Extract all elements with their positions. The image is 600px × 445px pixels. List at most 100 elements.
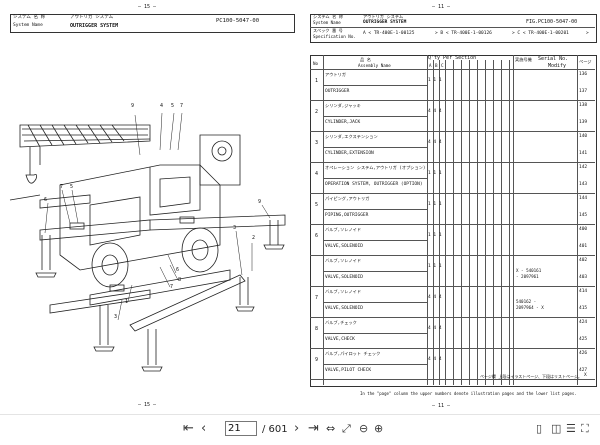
row-divider	[323, 146, 427, 148]
callout-2: 2	[252, 235, 256, 241]
col-no-divider	[323, 55, 324, 385]
row-name-en: CYLINDER,JACK	[325, 119, 361, 125]
row-qty: 4 4 4	[428, 326, 442, 331]
row-serial-2: - 2097961	[516, 274, 539, 279]
callout-6b: 6	[176, 267, 180, 273]
row-name-en: VALVE,CHECK	[325, 336, 355, 342]
item-divider	[310, 131, 595, 132]
col-header-serial-jp: 実施号機	[515, 57, 532, 62]
single-page-icon[interactable]: ▯	[536, 422, 543, 435]
row-name-en: VALVE,PILOT CHECK	[325, 367, 372, 373]
row-name-en: VALVE,SOLENOID	[325, 243, 363, 249]
item-divider	[310, 379, 595, 380]
row-page-illustration: 400	[579, 227, 588, 232]
row-name-jp: バルブ,ソレノイド	[325, 289, 362, 294]
row-name-en: CYLINDER,EXTENSION	[325, 150, 374, 156]
last-page-icon[interactable]: ⇥	[308, 421, 319, 436]
row-page-illustration: 426	[579, 351, 588, 356]
spec-label-jp: スペック 番 号	[313, 28, 343, 33]
callout-7b: 7	[60, 184, 64, 190]
zoom-out-icon[interactable]: ⊖	[359, 422, 369, 435]
callout-1: 1	[125, 299, 129, 305]
row-qty: 1 1 1	[428, 78, 442, 83]
item-divider	[310, 348, 595, 349]
row-name-jp: オペレーション システム,アウトリガ (オプション)	[325, 165, 426, 170]
item-divider	[310, 286, 595, 287]
row-name-en: OPERATION SYSTEM, OUTRIGGER (OPTION)	[325, 181, 423, 187]
spec-label-en: Specification No.	[313, 34, 356, 39]
next-page-icon[interactable]: ›	[294, 421, 300, 436]
qty-grid-3	[469, 60, 470, 385]
row-page-illustration: 424	[579, 320, 588, 325]
callout-3b: 3	[114, 314, 118, 320]
callout-6: 6	[44, 197, 48, 203]
col-header-a: A	[429, 63, 432, 68]
row-qty: 1 1 1	[428, 264, 442, 269]
col-name-divider	[427, 55, 428, 385]
row-page-illustration: 144	[579, 196, 588, 201]
left-page: — 15 — システム 名 称 System Name アウトリガ システム O…	[0, 0, 300, 414]
scroll-icon[interactable]: ☰	[566, 422, 576, 435]
two-page-icon[interactable]: ◫	[551, 422, 562, 435]
page-number-input[interactable]: 21	[225, 421, 257, 436]
row-divider	[323, 301, 427, 303]
qty-grid-8	[509, 60, 510, 385]
crane-illustration	[9, 112, 286, 372]
row-serial-2: 2097964 - X	[516, 305, 544, 310]
col-header-serial: Serial No.	[538, 56, 569, 62]
col-header-name-jp: 品 名	[360, 57, 371, 62]
corner-mark: X	[584, 373, 587, 378]
footnote-en: In the "page" column the upper numbers d…	[360, 391, 577, 396]
row-page-list: 401	[579, 243, 588, 249]
row-divider	[323, 115, 427, 117]
row-qty: 4 4 4	[428, 109, 442, 114]
row-serial: 540162 -	[516, 299, 537, 304]
right-page-top-marker: — 11 —	[432, 4, 451, 10]
parts-table	[310, 55, 597, 387]
item-divider	[310, 100, 595, 101]
row-page-list: 415	[579, 305, 588, 311]
callout-7: 7	[180, 103, 184, 109]
page-total: / 601	[262, 424, 288, 435]
fullscreen-icon[interactable]: ⛶	[581, 422, 589, 435]
callout-7c: 7	[170, 284, 174, 290]
row-page-illustration: 402	[579, 258, 588, 263]
qty-grid-2	[461, 60, 462, 385]
right-system-value-en: OUTRIGGER SYSTEM	[363, 20, 407, 25]
row-name-jp: シリンダ,ジャッキ	[325, 103, 361, 108]
row-page-illustration: 138	[579, 103, 588, 108]
col-header-no: No	[313, 61, 319, 66]
prev-page-icon[interactable]: ‹	[201, 421, 207, 436]
zoom-in-icon[interactable]: ⊕	[374, 422, 384, 435]
row-page-list: 137	[579, 88, 588, 94]
row-divider	[323, 239, 427, 241]
row-name-jp: バルブ,ソレノイド	[325, 258, 362, 263]
callout-4: 4	[160, 103, 164, 109]
right-page: — 11 — システム 名 称 System Name アウトリガ システム O…	[300, 0, 600, 414]
left-header-box	[10, 14, 295, 33]
first-page-icon[interactable]: ⇤	[183, 421, 194, 436]
row-name-en: PIPING,OUTRIGGER	[325, 212, 369, 218]
callout-5b: 5	[70, 184, 74, 190]
col-header-qty: Q'ty Per Section	[428, 55, 477, 61]
row-number: 5	[315, 202, 319, 208]
row-divider	[323, 363, 427, 365]
fit-width-icon[interactable]: ⇔	[326, 422, 336, 435]
fit-page-icon[interactable]: ⤢	[342, 422, 351, 435]
row-page-list: 427	[579, 367, 588, 373]
row-number: 2	[315, 109, 319, 115]
col-header-b: B	[435, 63, 438, 68]
col-page-divider	[577, 55, 578, 385]
row-qty: 4 4 4	[428, 295, 442, 300]
footnote-jp: ページ欄 上段はイラストページ、下段はリストページ。	[480, 374, 582, 379]
right-header-box	[310, 14, 597, 43]
row-page-list: 143	[579, 181, 588, 187]
col-header-name-en: Assembly Name	[358, 63, 391, 68]
row-name-jp: バルブ,ソレノイド	[325, 227, 362, 232]
row-number: 8	[315, 326, 319, 332]
qty-grid-1	[453, 60, 454, 385]
row-page-list: 425	[579, 336, 588, 342]
left-system-value-jp: アウトリガ システム	[70, 15, 114, 20]
row-page-illustration: 414	[579, 289, 588, 294]
row-name-en: VALVE,SOLENOID	[325, 274, 363, 280]
